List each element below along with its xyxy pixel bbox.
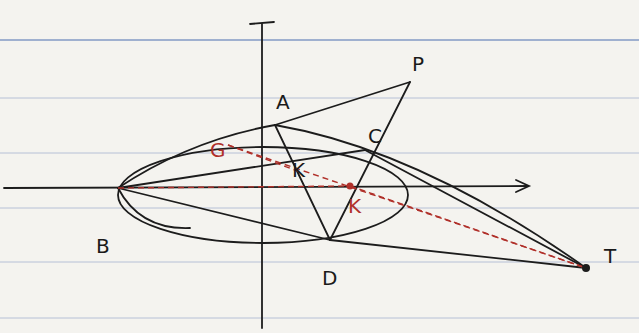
point-label: P [412,54,424,74]
point-label: D [322,268,337,288]
point-label: T [604,246,616,266]
point-label: C [368,126,382,146]
point-label: G [210,140,226,160]
point-label: K [292,160,305,180]
point-label: A [276,92,290,112]
point-label: B [96,236,110,256]
point-label: K [348,196,361,216]
